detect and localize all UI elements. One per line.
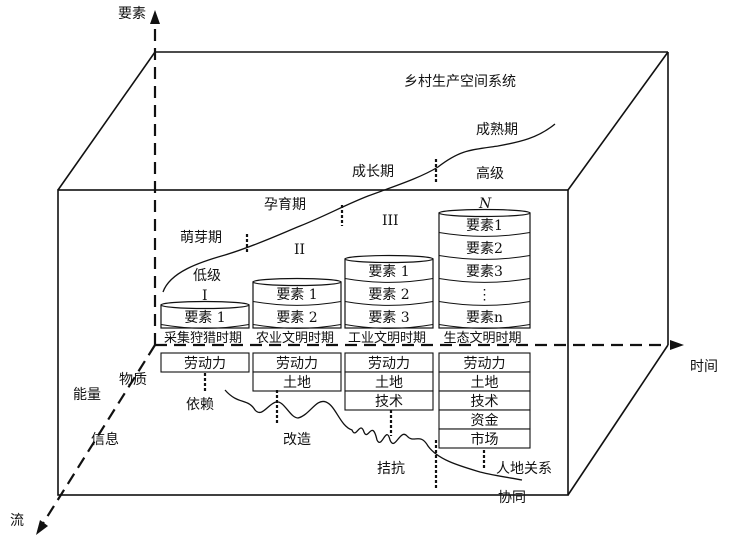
cylinder-top (344, 254, 434, 264)
horizontal-axis-arrow (670, 340, 684, 350)
cylinder-divider (438, 232, 531, 237)
relation-antagonism: 拮抗 (377, 461, 405, 477)
cylinder-divider (344, 301, 434, 306)
factor-label: 劳动力 (368, 356, 410, 372)
period-labels: 采集狩猎时期农业文明时期工业文明时期 生态文明时期 (164, 330, 522, 346)
vertical-axis-label: 要素 (118, 6, 146, 22)
factor-cell (160, 352, 250, 373)
factor-label: 土地 (283, 375, 311, 391)
roman-2: II (294, 242, 305, 258)
cylinder-body (438, 212, 531, 329)
cylinder-divider (438, 255, 531, 260)
element-label: 要素 2 (368, 287, 409, 303)
flow-energy: 能量 (73, 387, 101, 403)
horizontal-axis-label: 时间 (690, 359, 718, 375)
cylinder-divider (344, 324, 434, 329)
cylinder-divider (160, 324, 250, 329)
level-high: 高级 (476, 165, 504, 182)
factor-label: 市场 (471, 431, 499, 448)
cylinder-top (252, 277, 342, 287)
roman-3: III (382, 213, 399, 229)
factor-table: 劳动力劳动力土地劳动力土地技术劳动力土地技术资金市场 (160, 352, 531, 449)
element-label: ⋮ (478, 287, 492, 303)
factor-label: 劳动力 (276, 356, 318, 372)
stage-mature: 成熟期 (476, 122, 518, 138)
factor-label: 劳动力 (184, 356, 226, 372)
stack-3: 要素 1 要素 2 要素 3 (344, 254, 434, 329)
cylinder-divider (438, 301, 531, 306)
period-label-4: 生态文明时期 (443, 331, 521, 346)
system-title: 乡村生产空间系统 (404, 74, 516, 90)
element-label: 要素 3 (368, 310, 409, 326)
stack-2: 要素 1 要素 2 (252, 277, 342, 329)
stage-sprout: 萌芽期 (180, 230, 222, 246)
roman-1: I (202, 288, 208, 304)
flow-material: 物质 (119, 372, 147, 388)
relation-transformation: 改造 (283, 432, 311, 448)
factor-cell (438, 428, 531, 449)
depth-axis-label: 流 (10, 513, 24, 529)
flow-information: 信息 (91, 431, 119, 448)
vertical-axis-arrow (150, 10, 160, 24)
element-label: 要素n (466, 310, 503, 326)
element-stacks: 要素 1 要素 1 要素 2 要素 1 要素 2 要素 3 要素1 要素2 要素3 ⋮ 要素n (160, 208, 531, 329)
element-label: 要素3 (466, 264, 503, 280)
cylinder-divider (438, 278, 531, 283)
box-back (57, 51, 669, 496)
cylinder-divider (252, 301, 342, 306)
cylinder-divider (438, 324, 531, 329)
relation-dependence: 依赖 (186, 397, 214, 413)
depth-axis-arrow (36, 520, 48, 535)
element-label: 要素 2 (276, 310, 317, 326)
relation-synergy: 协同 (498, 490, 526, 506)
element-label: 要素1 (466, 218, 503, 234)
stage-gestation: 孕育期 (264, 197, 306, 213)
level-low: 低级 (193, 268, 221, 284)
factor-column-1: 劳动力 (160, 352, 250, 373)
factor-label: 技术 (375, 394, 403, 410)
relation-dividers (203, 373, 486, 488)
element-label: 要素 1 (184, 310, 225, 326)
element-label: 要素 1 (368, 264, 409, 280)
period-label-1: 采集狩猎时期 (164, 330, 242, 346)
stage-growth: 成长期 (352, 164, 394, 180)
relation-label: 人地关系 (496, 461, 552, 477)
element-label: 要素2 (466, 241, 503, 257)
period-label-3: 工业文明时期 (348, 331, 426, 346)
factor-cell (252, 371, 342, 392)
period-label-2: 农业文明时期 (256, 331, 334, 346)
stack-1: 要素 1 (160, 300, 250, 329)
stage-dividers (245, 159, 438, 253)
cylinder-top (438, 208, 531, 218)
factor-label: 技术 (471, 394, 499, 410)
factor-label: 土地 (471, 375, 499, 391)
stack-4: 要素1 要素2 要素3 ⋮ 要素n (438, 208, 531, 329)
factor-cell (344, 390, 434, 411)
element-label: 要素 1 (276, 287, 317, 303)
factor-label: 土地 (375, 375, 403, 391)
box-front (57, 189, 569, 496)
cylinder-divider (252, 324, 342, 329)
roman-n: N (478, 196, 492, 212)
development-curve (162, 123, 556, 293)
cylinder-divider (344, 278, 434, 283)
axes (41, 22, 668, 526)
cylinder-top (160, 300, 250, 310)
factor-label: 劳动力 (464, 356, 506, 372)
factor-label: 资金 (471, 413, 499, 429)
